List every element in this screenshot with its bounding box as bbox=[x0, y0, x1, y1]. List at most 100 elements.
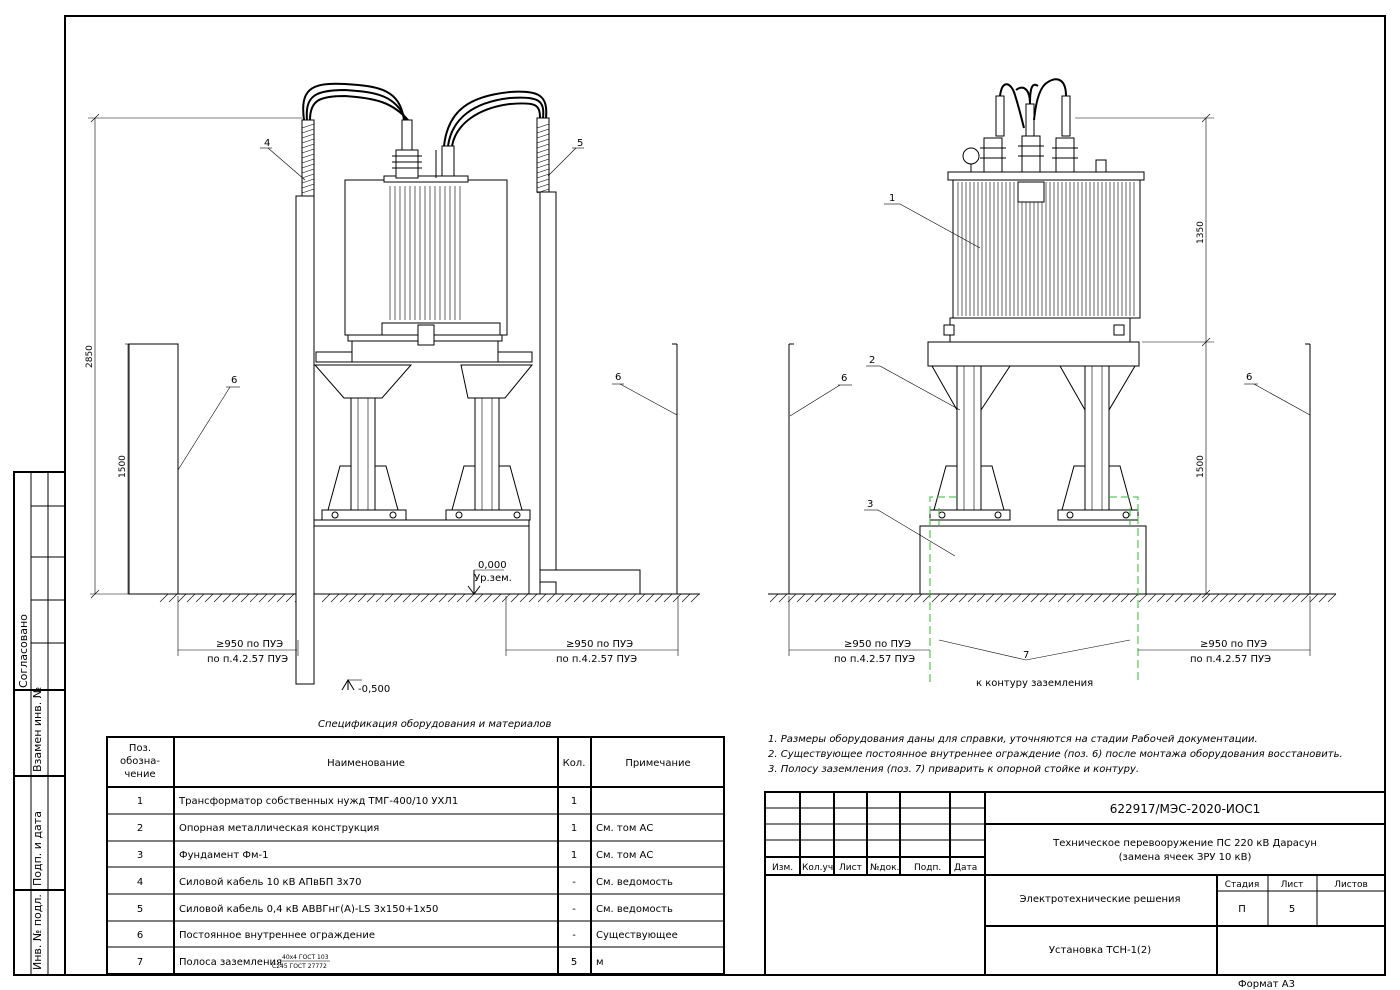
sign-date-label: Подп. и дата bbox=[31, 811, 44, 886]
foundation-left bbox=[312, 525, 530, 595]
label-3: 3 bbox=[867, 499, 873, 510]
svg-text:1: 1 bbox=[571, 796, 577, 807]
transformer-left bbox=[344, 179, 508, 336]
grounding-strip-left bbox=[929, 496, 957, 682]
label-4: 4 bbox=[264, 138, 270, 149]
replace-inv-label: Взамен инв. № bbox=[31, 687, 44, 772]
svg-text:См. том АС: См. том АС bbox=[596, 823, 653, 834]
tb-section: Электротехнические решения bbox=[1019, 894, 1180, 905]
spec-header-pos-2: обозна- bbox=[120, 756, 160, 767]
clearance-left-1: ≥950 по ПУЭ bbox=[216, 639, 283, 650]
dim-2850: 2850 bbox=[85, 345, 95, 368]
right-view: 1350 1500 ≥950 по ПУЭ по п.4.2.57 ПУЭ ≥9… bbox=[768, 78, 1337, 689]
svg-text:-: - bbox=[572, 877, 576, 888]
note-2: 2. Существующее постоянное внутреннее ог… bbox=[768, 748, 1343, 760]
ground-level-label: Ур.зем. bbox=[474, 573, 512, 584]
svg-text:-: - bbox=[572, 930, 576, 941]
clearance-right-4: по п.4.2.57 ПУЭ bbox=[1190, 654, 1271, 665]
label-6-left: 6 bbox=[231, 375, 237, 386]
format-label: Формат А3 bbox=[1238, 979, 1295, 990]
clearance-left-4: по п.4.2.57 ПУЭ bbox=[556, 654, 637, 665]
table-row: 3 Фундамент Фм-1 1 См. том АС bbox=[137, 850, 654, 861]
svg-text:Постоянное внутреннее огражден: Постоянное внутреннее ограждение bbox=[179, 930, 375, 941]
table-row: 5 Силовой кабель 0,4 кВ АВВГнг(А)-LS 3х1… bbox=[137, 904, 673, 915]
bushings-right bbox=[962, 95, 1107, 173]
table-row: 1 Трансформатор собственных нужд ТМГ-400… bbox=[137, 796, 577, 807]
svg-text:5: 5 bbox=[137, 904, 143, 915]
tb-sheet-title: Установка ТСН-1(2) bbox=[1049, 945, 1151, 956]
strip-frac-bottom: С245 ГОСТ 27772 bbox=[272, 963, 327, 970]
label-2: 2 bbox=[869, 355, 875, 366]
transformer-right bbox=[952, 177, 1141, 319]
svg-text:Полоса заземления: Полоса заземления bbox=[179, 957, 282, 968]
tb-izm: Изм. bbox=[772, 863, 793, 873]
svg-text:Силовой кабель 10 кВ АПвБП 3х7: Силовой кабель 10 кВ АПвБП 3х70 bbox=[179, 877, 361, 888]
svg-text:Трансформатор собственных нужд: Трансформатор собственных нужд ТМГ-400/1… bbox=[178, 796, 458, 807]
spec-header-name: Наименование bbox=[327, 758, 405, 769]
table-row: 6 Постоянное внутреннее ограждение - Сущ… bbox=[137, 930, 678, 941]
svg-text:См. ведомость: См. ведомость bbox=[596, 877, 673, 888]
zero-level: 0,000 bbox=[478, 560, 507, 571]
tb-podp: Подп. bbox=[914, 863, 941, 873]
spec-header-qty: Кол. bbox=[563, 758, 586, 769]
table-row: 7 Полоса заземления 40х4 ГОСТ 103 С245 Г… bbox=[137, 954, 604, 970]
tb-data: Дата bbox=[954, 863, 977, 873]
spec-title: Спецификация оборудования и материалов bbox=[318, 718, 551, 730]
svg-text:1: 1 bbox=[571, 850, 577, 861]
spec-table: Спецификация оборудования и материалов П… bbox=[106, 718, 725, 975]
tb-sheet: 5 bbox=[1289, 904, 1295, 915]
svg-text:См. том АС: См. том АС bbox=[596, 850, 653, 861]
agreed-label: Согласовано bbox=[17, 614, 30, 688]
foundation-right bbox=[919, 525, 1147, 595]
left-view: 2850 1500 0,000 Ур.зем. -0,500 ≥950 по П… bbox=[85, 82, 700, 695]
cable-pole-right bbox=[539, 191, 557, 595]
depth-level: -0,500 bbox=[358, 684, 390, 695]
label-6-right2: 6 bbox=[1246, 372, 1252, 383]
svg-text:7: 7 bbox=[137, 957, 143, 968]
spec-header-pos-1: Поз. bbox=[129, 743, 151, 754]
inv-no-label: Инв. № подл. bbox=[31, 894, 44, 970]
svg-text:3: 3 bbox=[137, 850, 143, 861]
dim-1500-right: 1500 bbox=[1196, 455, 1206, 478]
tb-sheet-label: Лист bbox=[1281, 880, 1304, 890]
svg-text:Силовой кабель 0,4 кВ АВВГнг(А: Силовой кабель 0,4 кВ АВВГнг(А)-LS 3х150… bbox=[179, 904, 438, 915]
clearance-left-2: по п.4.2.57 ПУЭ bbox=[207, 654, 288, 665]
dim-1500-left: 1500 bbox=[118, 455, 128, 478]
label-5: 5 bbox=[577, 138, 583, 149]
tb-kol: Кол.уч. bbox=[802, 863, 836, 873]
svg-text:м: м bbox=[596, 957, 604, 968]
svg-text:5: 5 bbox=[571, 957, 577, 968]
svg-text:См. ведомость: См. ведомость bbox=[596, 904, 673, 915]
tb-project-2: (замена ячеек ЗРУ 10 кВ) bbox=[1119, 852, 1252, 863]
spec-header-note: Примечание bbox=[625, 758, 690, 769]
svg-text:Существующее: Существующее bbox=[596, 930, 678, 941]
title-block: Изм. Кол.уч. Лист №док. Подп. Дата 62291… bbox=[764, 791, 1386, 976]
grounding-strip-right bbox=[1109, 496, 1139, 682]
note-3: 3. Полосу заземления (поз. 7) приварить … bbox=[768, 764, 1139, 775]
label-6-right: 6 bbox=[841, 373, 847, 384]
clearance-right-1: ≥950 по ПУЭ bbox=[844, 639, 911, 650]
tb-ndok: №док. bbox=[870, 863, 899, 873]
svg-text:6: 6 bbox=[137, 930, 143, 941]
radiator-fins-left bbox=[389, 186, 461, 320]
svg-text:-: - bbox=[572, 904, 576, 915]
svg-text:Опорная металлическая конструк: Опорная металлическая конструкция bbox=[179, 823, 379, 834]
fence-left-a bbox=[128, 343, 179, 595]
side-stamp: Согласовано Взамен инв. № Подп. и дата И… bbox=[13, 471, 66, 976]
radiator-fins-right bbox=[957, 182, 1135, 316]
cable-pole-left bbox=[295, 195, 315, 685]
label-7: 7 bbox=[1023, 650, 1029, 661]
tb-stage: П bbox=[1238, 904, 1246, 915]
table-row: 2 Опорная металлическая конструкция 1 См… bbox=[137, 823, 654, 834]
notes: 1. Размеры оборудования даны для справки… bbox=[768, 733, 1343, 775]
table-row: 4 Силовой кабель 10 кВ АПвБП 3х70 - См. … bbox=[137, 877, 673, 888]
note-1: 1. Размеры оборудования даны для справки… bbox=[768, 733, 1258, 745]
clearance-right-2: по п.4.2.57 ПУЭ bbox=[834, 654, 915, 665]
clearance-right-3: ≥950 по ПУЭ bbox=[1200, 639, 1267, 650]
grounding-note: к контуру заземления bbox=[976, 678, 1093, 689]
svg-text:1: 1 bbox=[571, 823, 577, 834]
tb-stage-label: Стадия bbox=[1225, 880, 1260, 890]
spec-header-pos-3: чение bbox=[124, 769, 155, 780]
svg-text:4: 4 bbox=[137, 877, 143, 888]
